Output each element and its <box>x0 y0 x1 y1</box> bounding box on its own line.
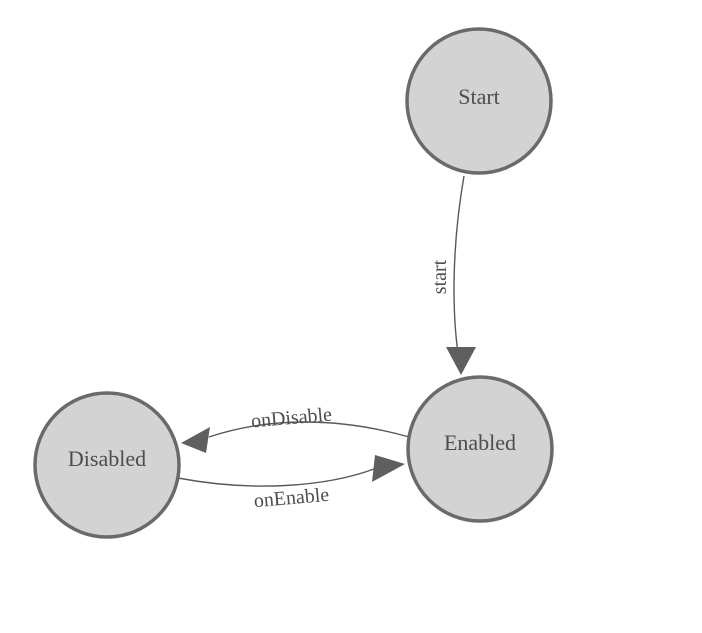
state-node-start-label: Start <box>458 84 500 109</box>
edge-start-to-enabled: start <box>429 175 476 375</box>
state-node-disabled-label: Disabled <box>68 446 146 471</box>
edge-disabled-to-enabled: onEnable <box>177 455 405 513</box>
state-node-start: Start <box>405 27 553 175</box>
edge-start-to-enabled-arrowhead <box>446 347 476 375</box>
edge-enabled-to-disabled-arrowhead <box>181 427 210 453</box>
state-node-disabled: Disabled <box>33 391 181 539</box>
state-node-start-circle <box>405 27 553 175</box>
state-node-enabled: Enabled <box>406 375 554 523</box>
state-node-enabled-label: Enabled <box>444 430 516 455</box>
edge-enabled-to-disabled-line <box>208 421 410 438</box>
state-node-disabled-circle <box>33 391 181 539</box>
edge-label-start: start <box>429 259 451 294</box>
state-node-enabled-circle <box>406 375 554 523</box>
edge-label-onEnable: onEnable <box>253 484 330 513</box>
edge-disabled-to-enabled-arrowhead <box>372 455 405 482</box>
edge-disabled-to-enabled-line <box>177 468 375 487</box>
edge-start-to-enabled-line <box>453 175 465 367</box>
edge-label-onDisable: onDisable <box>250 404 333 433</box>
edge-enabled-to-disabled: onDisable <box>181 404 410 453</box>
